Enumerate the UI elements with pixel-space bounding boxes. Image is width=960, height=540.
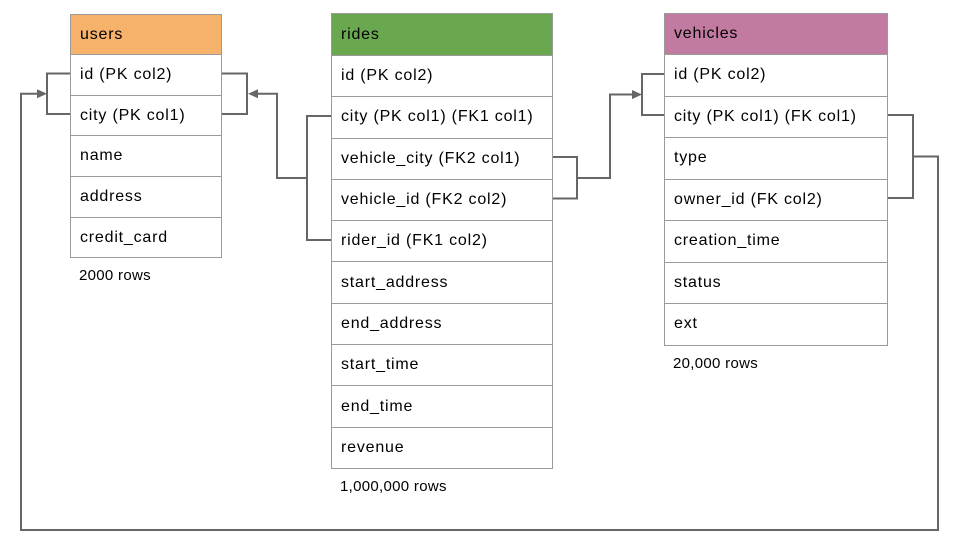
table-vehicles-rows: id (PK col2)city (PK col1) (FK col1)type…: [665, 54, 887, 345]
table-vehicles-frame: vehicles id (PK col2)city (PK col1) (FK …: [664, 13, 888, 346]
table-row: id (PK col2): [332, 55, 552, 97]
table-row: end_address: [332, 302, 552, 345]
table-row: owner_id (FK col2): [665, 178, 887, 220]
vehicles-to-users-link: [20, 92, 939, 531]
table-row: id (PK col2): [665, 54, 887, 96]
table-rides-rowcount: 1,000,000 rows: [340, 477, 447, 495]
users-left-bracket: [46, 72, 70, 115]
relationship-vehicles-fk-users: [20, 72, 939, 531]
vehicles-right-bracket: [888, 114, 914, 199]
table-row: id (PK col2): [71, 54, 221, 95]
table-row: city (PK col1) (FK col1): [665, 95, 887, 137]
table-row: revenue: [332, 426, 552, 468]
arrowhead-to-users: [248, 89, 258, 99]
vehicles-left-bracket: [641, 73, 664, 116]
table-vehicles: vehicles id (PK col2)city (PK col1) (FK …: [664, 13, 888, 372]
table-users-header: users: [71, 15, 221, 54]
table-row: city (PK col1) (FK1 col1): [332, 96, 552, 138]
arrowhead-to-users-left: [37, 89, 47, 99]
table-rides-frame: rides id (PK col2)city (PK col1) (FK1 co…: [331, 13, 553, 469]
table-row: address: [71, 176, 221, 217]
table-row: vehicle_city (FK2 col1): [332, 137, 552, 179]
table-row: city (PK col1): [71, 94, 221, 136]
relationship-rides-fk2-vehicles: [553, 73, 664, 200]
table-row: end_time: [332, 385, 552, 427]
table-row: credit_card: [71, 216, 221, 258]
rides-to-users-link: [258, 92, 307, 179]
table-row: start_time: [332, 344, 552, 386]
users-right-bracket: [222, 72, 248, 115]
rides-to-vehicles-link: [577, 93, 632, 179]
table-row: name: [71, 135, 221, 177]
table-row: ext: [665, 303, 887, 345]
table-row: rider_id (FK1 col2): [332, 220, 552, 262]
relationship-rides-fk1-users: [222, 72, 331, 241]
table-rides-rows: id (PK col2)city (PK col1) (FK1 col1)veh…: [332, 55, 552, 468]
table-row: creation_time: [665, 220, 887, 262]
table-row: type: [665, 137, 887, 179]
table-vehicles-rowcount: 20,000 rows: [673, 354, 759, 372]
rides-left-bracket: [306, 115, 331, 241]
table-row: vehicle_id (FK2 col2): [332, 178, 552, 221]
arrowhead-to-vehicles: [632, 90, 642, 100]
rides-right-bracket: [553, 156, 578, 200]
table-row: start_address: [332, 261, 552, 303]
table-users-rowcount: 2000 rows: [79, 267, 151, 285]
table-row: status: [665, 261, 887, 303]
table-rides-header: rides: [332, 14, 552, 55]
table-rides: rides id (PK col2)city (PK col1) (FK1 co…: [331, 13, 553, 495]
table-vehicles-header: vehicles: [665, 14, 887, 54]
